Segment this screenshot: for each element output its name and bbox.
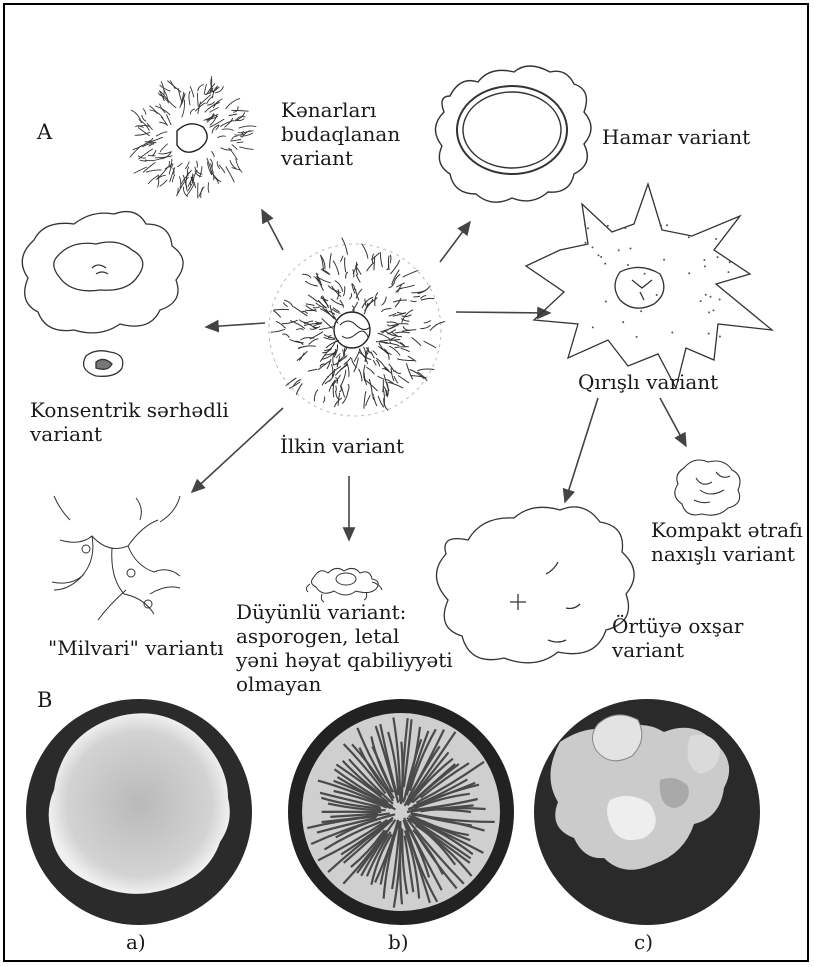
wrinkled-variant-label: Qırışlı variant — [578, 370, 718, 394]
initial-variant-drawing — [269, 238, 445, 416]
arrow-to-wrinkled — [456, 312, 550, 313]
concentric-variant-label: Konsentrik sərhədli variant — [30, 398, 229, 446]
caption-b: b) — [388, 930, 409, 954]
caption-a: a) — [126, 930, 146, 954]
section-b-label: B — [37, 688, 52, 712]
cover-variant-label: Örtüyə oxşar variant — [612, 614, 743, 662]
nodular-variant-label: Düyünlü variant: asporogen, letal yəni h… — [236, 600, 453, 696]
compact-variant-label: Kompakt ətrafı naxışlı variant — [651, 518, 803, 566]
arrow-to-branching — [262, 210, 283, 250]
arrow-to-cover — [565, 398, 598, 502]
section-a-label: A — [37, 120, 52, 144]
branching-colony-drawing — [130, 76, 256, 198]
wrinkled-colony-drawing — [526, 184, 772, 388]
photo-c — [534, 699, 760, 925]
filamentous-colony-drawing — [52, 496, 180, 620]
cover-colony-drawing — [436, 507, 634, 663]
smooth-colony-drawing — [435, 66, 591, 202]
caption-c: c) — [634, 930, 653, 954]
photo-b — [288, 699, 514, 925]
compact-colony-drawing — [675, 460, 740, 515]
concentric-colony-drawing — [22, 212, 183, 377]
filamentous-variant-label: "Milvari" variantı — [48, 636, 224, 660]
branching-variant-label: Kənarları budaqlanan variant — [281, 98, 400, 170]
nodular-colony-drawing — [306, 568, 382, 602]
arrow-to-concentric — [206, 323, 265, 327]
photo-a — [26, 699, 252, 925]
arrow-to-compact — [660, 398, 686, 446]
arrow-to-smooth — [440, 222, 470, 262]
initial-variant-label: İlkin variant — [280, 434, 404, 458]
smooth-variant-label: Hamar variant — [602, 125, 750, 149]
